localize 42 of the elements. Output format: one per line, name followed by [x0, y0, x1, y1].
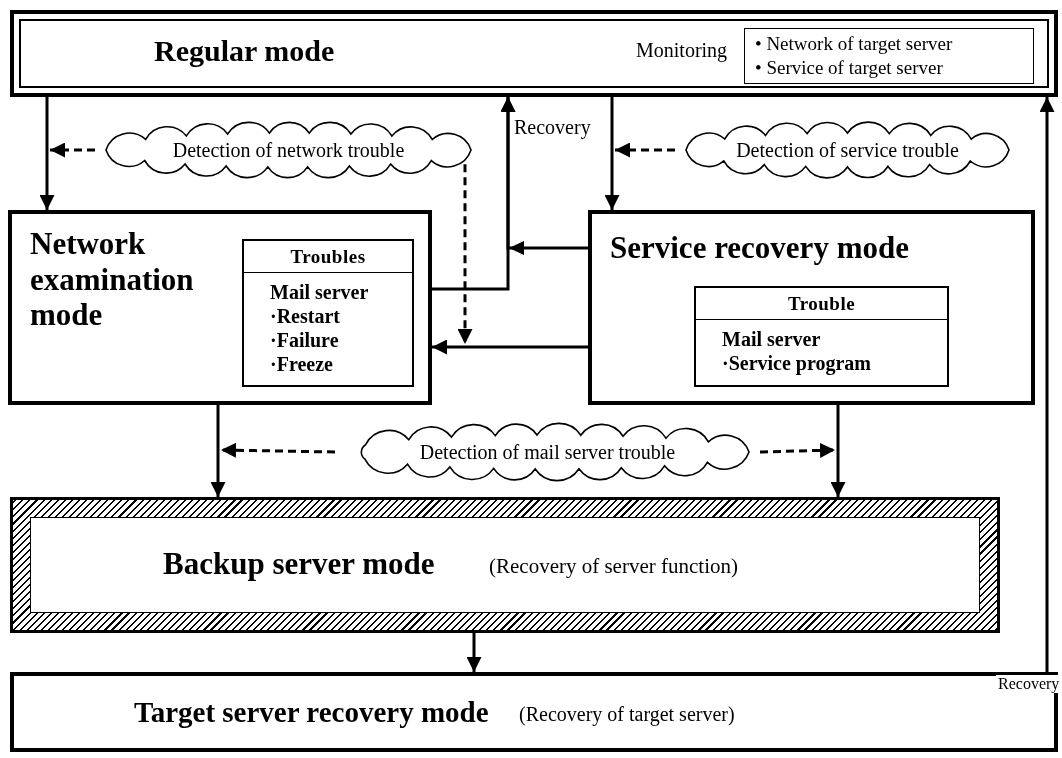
- cloud-text: Detection of network trouble: [172, 138, 405, 162]
- arrow: [604, 97, 620, 210]
- list-item: ·Service program: [722, 352, 872, 375]
- list-item: ·Failure: [270, 329, 339, 352]
- monitoring-list-box: [744, 28, 1034, 84]
- dashed-arrow: [50, 142, 95, 158]
- list-item: • Service of target server: [755, 57, 943, 79]
- mode-title: Regular mode: [154, 34, 335, 69]
- mode-box: [588, 210, 1035, 405]
- trouble-table: [694, 286, 949, 387]
- dashed-arrow: [759, 442, 836, 458]
- list-item: Mail server: [270, 281, 369, 304]
- mode-title: Network examination mode: [30, 226, 195, 333]
- arrow: [432, 339, 588, 355]
- mode-box: [8, 210, 432, 405]
- arrow: [830, 405, 846, 497]
- arrow: [466, 633, 482, 672]
- mode-title: Service recovery mode: [610, 230, 909, 266]
- label-text: (Recovery of server function): [489, 554, 738, 579]
- dashed-arrow: [220, 442, 336, 458]
- arrow: [39, 97, 55, 210]
- dashed-arrow: [457, 164, 473, 344]
- mode-box: [10, 10, 1058, 97]
- dashed-arrow: [615, 142, 675, 158]
- table-header: Trouble: [787, 293, 856, 315]
- edge-label: Recovery: [996, 675, 1062, 693]
- label-text: (Recovery of target server): [519, 703, 735, 726]
- list-item: ·Freeze: [270, 353, 333, 376]
- mode-box: [10, 497, 1000, 633]
- cloud-text: Detection of mail server trouble: [419, 440, 676, 464]
- mode-title: Backup server mode: [163, 546, 435, 582]
- list-item: • Network of target server: [755, 33, 953, 55]
- list-item: ·Restart: [270, 305, 340, 328]
- arrow: [1039, 97, 1055, 672]
- arrow: [210, 405, 226, 497]
- table-header: Troubles: [290, 246, 366, 268]
- list-item: Mail server: [722, 328, 821, 351]
- label-text: Monitoring: [636, 39, 728, 62]
- cloud-text: Detection of service trouble: [736, 138, 959, 162]
- trouble-table: [242, 239, 414, 387]
- mode-title: Target server recovery mode: [134, 696, 489, 730]
- mode-box: [10, 672, 1058, 752]
